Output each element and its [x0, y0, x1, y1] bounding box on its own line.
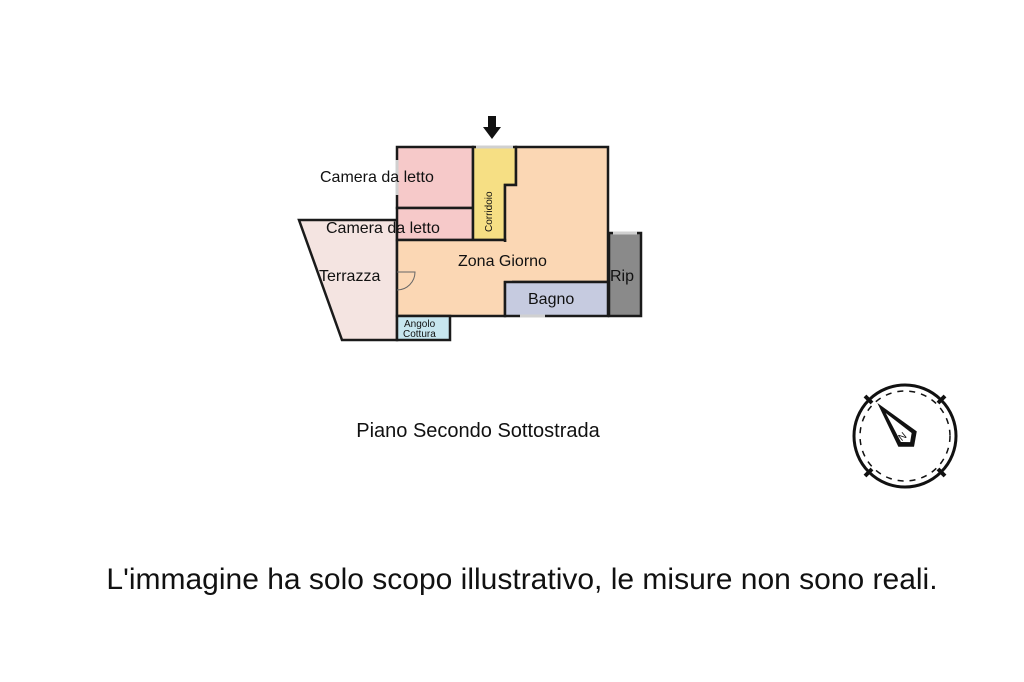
room-zona-giorno-lower [395, 238, 507, 318]
label-rip: Rip [610, 268, 634, 285]
arrow-down-icon [483, 116, 501, 139]
label-angolo-cottura-2: Cottura [403, 329, 436, 340]
door-swing [396, 271, 416, 291]
label-camera-2: Camera da letto [326, 220, 440, 237]
label-bagno: Bagno [528, 291, 574, 308]
label-camera-1: Camera da letto [320, 169, 434, 186]
room-bagno [503, 280, 610, 318]
label-angolo-cottura-1: Angolo [404, 319, 436, 330]
label-terrazza: Terrazza [319, 268, 380, 285]
label-corridoio: Corridoio [484, 191, 495, 232]
compass-icon: N [852, 383, 958, 489]
floor-label: Piano Secondo Sottostrada [356, 420, 600, 442]
label-zona-giorno: Zona Giorno [458, 253, 547, 270]
wall-opening [498, 242, 512, 281]
room-angolo-cottura [395, 314, 452, 342]
disclaimer-text: L'immagine ha solo scopo illustrativo, l… [106, 563, 938, 596]
